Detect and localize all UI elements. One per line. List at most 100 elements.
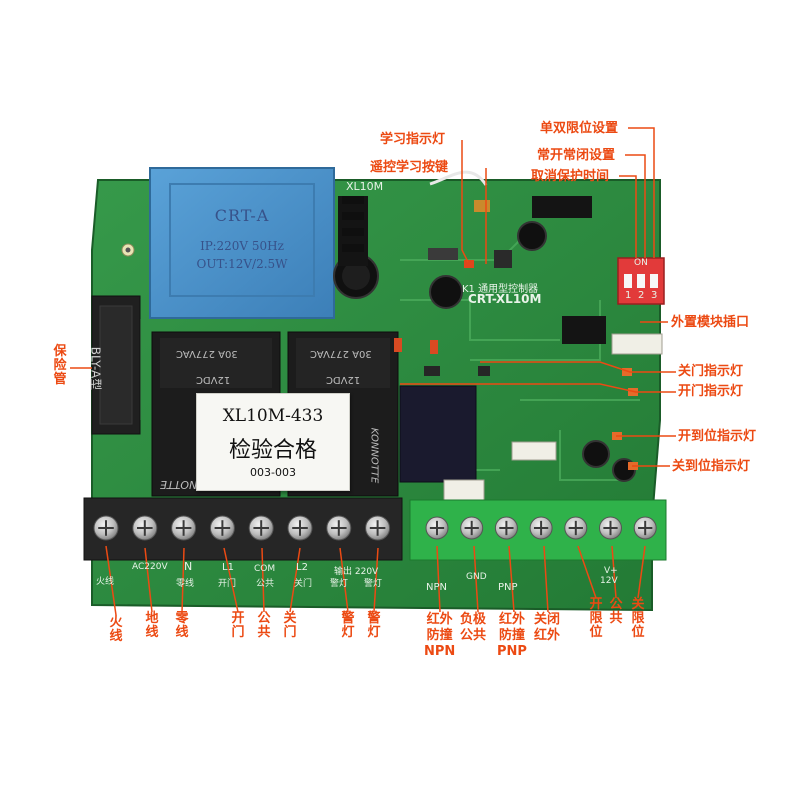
- silk-n: N: [184, 560, 193, 573]
- silk-gnd: GND: [466, 572, 487, 582]
- board-title: K1 通用型控制器: [462, 284, 539, 295]
- silk-sub-open: 开门: [218, 579, 237, 589]
- terminal-screw: [93, 515, 119, 541]
- annotation-no-nc-setting: 常开常闭设置: [537, 148, 616, 163]
- external-module-socket: [611, 333, 663, 355]
- annotation-bl-neutral: 零线: [175, 611, 189, 640]
- relay-1-spec1: 30A 277VAC: [176, 348, 238, 359]
- annotation-open-limit-led: 开到位指示灯: [678, 429, 757, 444]
- inspection-sticker: XL10M-433 检验合格 003-003: [196, 393, 350, 491]
- annotation-fuse: 保险管: [53, 344, 67, 387]
- annotation-br-close-ir-1: 关闭: [534, 612, 561, 627]
- silk-vplus: V+: [604, 566, 618, 576]
- annotation-close-led: 关门指示灯: [678, 364, 744, 379]
- annotation-bl-lamp1: 警灯: [341, 611, 355, 640]
- annotation-cancel-protect-time: 取消保护时间: [531, 169, 610, 184]
- annotation-bl-live: 火线: [109, 615, 123, 644]
- dip-num-1: 1: [625, 290, 632, 301]
- dip-on-label: ON: [634, 258, 648, 268]
- sticker-code: 003-003: [250, 466, 296, 479]
- transformer-label: CRT-A IP:220V 50Hz OUT:12V/2.5W: [150, 176, 334, 271]
- annotation-br-ir-pnp-2: 防撞: [498, 628, 525, 643]
- annotation-br-negative-common-1: 负极: [460, 612, 487, 627]
- antenna-wire: [429, 170, 488, 186]
- silk-com: COM: [254, 564, 276, 574]
- annotation-br-ir-npn: 红外 防撞 NPN: [424, 612, 455, 660]
- board-model: CRT-XL10M: [468, 292, 542, 306]
- connector-low: [443, 479, 485, 501]
- annotation-open-led: 开门指示灯: [678, 384, 744, 399]
- terminal-screw: [494, 516, 518, 540]
- terminal-screw: [132, 515, 158, 541]
- silk-sub-common: 公共: [256, 579, 275, 589]
- sticker-model: XL10M-433: [222, 406, 324, 426]
- silk-sub-close: 关门: [294, 579, 313, 589]
- annotation-br-close-ir: 关闭 红外: [534, 612, 560, 644]
- transformer-face: [169, 183, 315, 297]
- relay-1-spec2: 12VDC: [196, 374, 231, 385]
- annotation-br-ir-npn-2: 防撞: [426, 628, 453, 643]
- transformer-spec2: OUT:12V/2.5W: [196, 257, 288, 271]
- silk-l1: L1: [222, 562, 234, 573]
- annotation-br-negative-common: 负极 公共: [460, 612, 486, 644]
- transformer-spec1: IP:220V 50Hz: [200, 239, 284, 253]
- connector-mid: [511, 441, 557, 461]
- leader-lines: [70, 127, 676, 616]
- annotation-bl-close: 关门: [283, 611, 297, 640]
- silk-fire: 火线: [96, 577, 115, 587]
- terminal-screw: [209, 515, 235, 541]
- annotation-br-ir-npn-1: 红外: [426, 612, 453, 627]
- annotation-bl-common: 公共: [257, 611, 271, 640]
- silk-pnp: PNP: [498, 582, 518, 593]
- annotation-br-negative-common-2: 公共: [460, 628, 487, 643]
- terminal-screw: [171, 515, 197, 541]
- silk-sub-lamp2: 警灯: [364, 579, 383, 589]
- annotation-external-module: 外置模块插口: [671, 315, 750, 330]
- annotation-br-ir-pnp-3: PNP: [497, 644, 527, 659]
- annotation-br-close-limit: 关限位: [631, 597, 645, 640]
- annotation-limit-setting: 单双限位设置: [540, 121, 619, 136]
- fuse-text: BLY-A型: [88, 346, 103, 391]
- header-pins: [342, 196, 364, 252]
- silk-sub-neutral: 零线: [176, 579, 195, 589]
- terminal-screw: [326, 515, 352, 541]
- annotation-br-common: 公共: [609, 597, 623, 626]
- terminal-screw: [460, 516, 484, 540]
- board-model-top: XL10M: [346, 180, 384, 193]
- annotation-bl-lamp2: 警灯: [367, 611, 381, 640]
- terminal-screw: [529, 516, 553, 540]
- terminal-screw: [287, 515, 313, 541]
- terminal-screw: [599, 516, 622, 540]
- annotation-remote-learn-button: 遥控学习按键: [370, 160, 449, 175]
- screws-right: [425, 516, 657, 540]
- silk-sub-lamp1: 警灯: [330, 579, 349, 589]
- terminal-screw: [248, 515, 274, 541]
- terminal-screw: [425, 516, 449, 540]
- annotation-close-limit-led: 关到位指示灯: [672, 459, 751, 474]
- terminal-screw: [365, 515, 391, 541]
- annotation-br-open-limit: 开限位: [589, 597, 603, 640]
- dip-num-3: 3: [651, 290, 658, 301]
- relay-2-spec2: 12VDC: [326, 374, 361, 385]
- silk-12v: 12V: [600, 576, 618, 586]
- small-relay: [399, 385, 477, 483]
- terminal-block-left: [83, 497, 403, 561]
- silk-npn: NPN: [426, 582, 447, 593]
- annotation-br-ir-pnp: 红外 防撞 PNP: [497, 612, 527, 660]
- relay-2-brand: KONNOTTE: [368, 427, 380, 484]
- annotation-br-close-ir-2: 红外: [534, 628, 561, 643]
- relay-2-spec1: 30A 277VAC: [310, 348, 372, 359]
- annotation-learn-led: 学习指示灯: [380, 132, 446, 147]
- annotation-br-ir-pnp-1: 红外: [498, 612, 525, 627]
- silk-l2: L2: [296, 562, 308, 573]
- annotation-bl-earth: 地线: [145, 611, 159, 640]
- transformer-name: CRT-A: [214, 206, 270, 225]
- terminal-screw: [564, 516, 588, 540]
- transformer-body: [149, 167, 335, 319]
- silk-out220v: 输出 220V: [334, 567, 379, 577]
- silk-ac220v: AC220V: [132, 562, 168, 572]
- annotation-br-ir-npn-3: NPN: [424, 644, 456, 659]
- dip-num-2: 2: [638, 290, 645, 301]
